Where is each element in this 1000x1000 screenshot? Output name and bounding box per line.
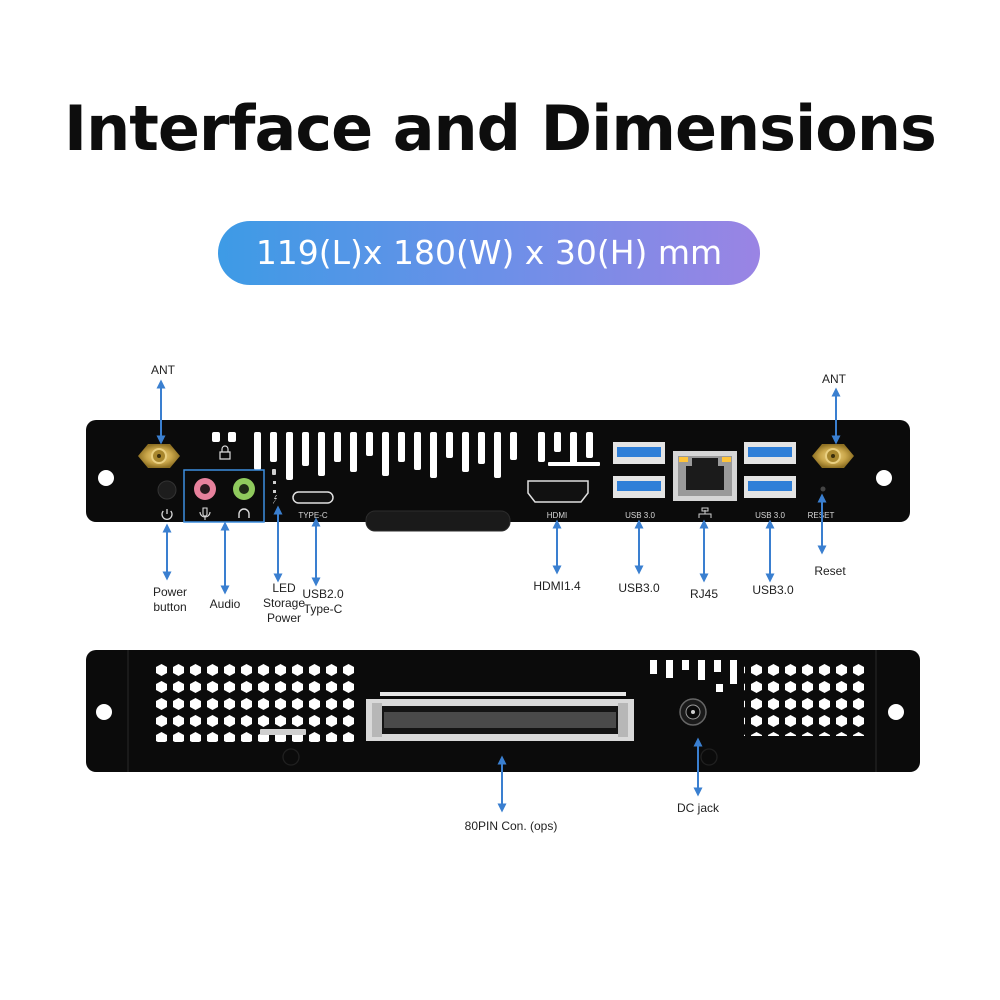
vent-holes-left bbox=[150, 660, 354, 742]
usb3-left-panel-label: USB 3.0 bbox=[625, 511, 655, 520]
power-icon bbox=[161, 509, 173, 520]
rear-io-panel: TYPE-C HDMI USB 3.0 bbox=[86, 420, 910, 532]
label-reset: Reset bbox=[814, 564, 846, 578]
label-audio: Audio bbox=[210, 597, 241, 611]
label-led-3: Power bbox=[267, 611, 301, 625]
label-led-2: Storage bbox=[263, 596, 305, 610]
mount-hole-left-bottom bbox=[96, 704, 112, 720]
card-slot bbox=[260, 729, 306, 735]
antenna-connector-right bbox=[812, 444, 854, 468]
hdmi-port bbox=[527, 480, 589, 503]
usb3-right-panel-label: USB 3.0 bbox=[755, 511, 785, 520]
headphone-icon bbox=[238, 508, 250, 518]
label-ant-right: ANT bbox=[822, 372, 847, 386]
mount-hole-left bbox=[98, 470, 114, 486]
rj45-port bbox=[673, 451, 737, 501]
label-power-button-2: button bbox=[153, 600, 186, 614]
vent-holes-right bbox=[744, 660, 870, 736]
label-hdmi: HDMI1.4 bbox=[533, 579, 581, 593]
callout-arrows bbox=[156, 379, 841, 813]
network-icon bbox=[698, 507, 712, 518]
label-usb2-typec-2: Type-C bbox=[304, 602, 343, 616]
mic-icon bbox=[199, 507, 211, 520]
vent-slots-right bbox=[650, 660, 737, 692]
power-button[interactable] bbox=[157, 480, 177, 500]
label-dc-jack: DC jack bbox=[677, 801, 720, 815]
lock-icon bbox=[219, 445, 231, 460]
label-led-1: LED bbox=[272, 581, 296, 595]
screw-left bbox=[282, 748, 300, 766]
label-usb3-right: USB3.0 bbox=[752, 583, 794, 597]
label-usb2-typec-1: USB2.0 bbox=[302, 587, 344, 601]
usb3-ports-right bbox=[744, 442, 796, 498]
ops-panel bbox=[86, 650, 920, 772]
center-slot bbox=[365, 510, 511, 532]
led-indicators bbox=[272, 469, 277, 504]
page-title: Interface and Dimensions bbox=[64, 92, 937, 165]
label-rj45: RJ45 bbox=[690, 587, 718, 601]
hdmi-panel-label: HDMI bbox=[547, 511, 567, 520]
mount-hole-right-bottom bbox=[888, 704, 904, 720]
label-usb3-left: USB3.0 bbox=[618, 581, 660, 595]
ops-80pin-connector bbox=[366, 692, 634, 741]
label-power-button-1: Power bbox=[153, 585, 187, 599]
usb-type-c-port bbox=[292, 491, 334, 504]
dimensions-badge: 119(L)x 180(W) x 30(H) mm bbox=[218, 221, 760, 285]
label-80pin: 80PIN Con. (ops) bbox=[465, 819, 558, 833]
vent-slots bbox=[212, 432, 600, 480]
dc-jack bbox=[679, 698, 707, 726]
mic-jack bbox=[194, 478, 216, 500]
antenna-connector-left bbox=[138, 444, 180, 468]
label-ant-left: ANT bbox=[151, 363, 176, 377]
reset-pinhole bbox=[820, 486, 826, 492]
typec-panel-label: TYPE-C bbox=[298, 511, 328, 520]
usb3-ports-left bbox=[613, 442, 665, 498]
headphone-jack bbox=[233, 478, 255, 500]
mount-hole-right bbox=[876, 470, 892, 486]
